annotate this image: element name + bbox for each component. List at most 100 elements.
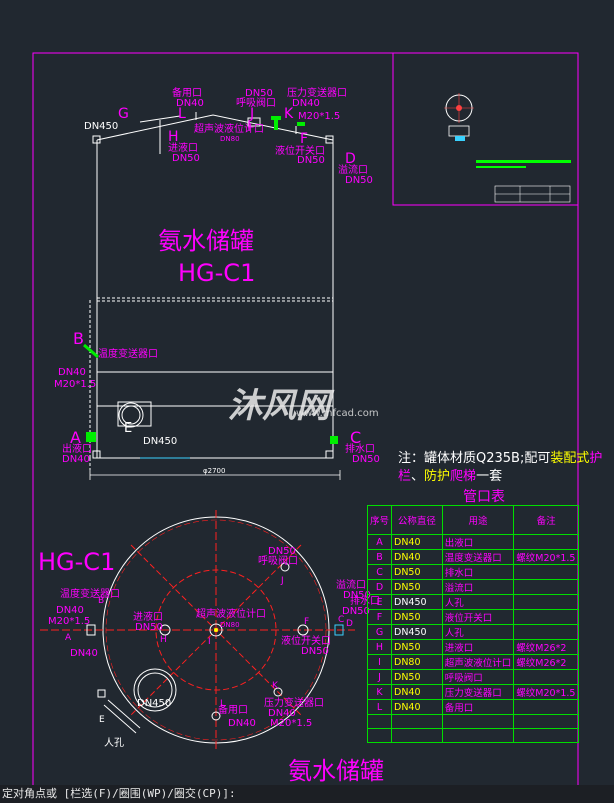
elev-mark-g: G <box>118 106 129 122</box>
plan-center-mark <box>214 628 218 632</box>
row-remark <box>513 564 579 580</box>
top-nozzles <box>139 112 297 154</box>
elev-pressure-label: 压力变送器口 <box>287 86 347 99</box>
elev-switch-label: 液位开关口 <box>275 144 325 157</box>
plan-ultrasonic-dn: DN80 <box>220 621 240 629</box>
row-remark <box>513 609 579 625</box>
row-usage: 排水口 <box>441 564 515 580</box>
plan-inlet-dn: DN50 <box>135 622 163 633</box>
plan-ultrasonic-label: 超声波液位计口 <box>196 607 266 620</box>
row-usage: 液位开关口 <box>441 609 515 625</box>
tank-plan <box>40 510 355 750</box>
plan-pressure-dn: DN40 <box>268 708 296 719</box>
elev-inlet-dn: DN50 <box>172 153 200 164</box>
plan-mark-l: L <box>220 699 225 709</box>
elev-manhole-top: DN450 <box>84 121 118 132</box>
pipe-table-row <box>366 728 579 743</box>
elev-mark-d: D <box>345 151 356 167</box>
plan-temp-dn: DN40 <box>56 605 84 616</box>
elev-temp-label: 温度变送器口 <box>98 347 158 360</box>
row-remark: 螺纹M26*2 <box>513 639 579 655</box>
row-usage: 溢流口 <box>441 579 515 595</box>
row-mark: K <box>366 684 393 700</box>
row-mark: C <box>366 564 393 580</box>
watermark-brand: 沐风网 <box>228 386 330 426</box>
elev-mark-j: J <box>249 106 254 122</box>
elev-outlet-label: 出液口 <box>62 442 92 455</box>
plan-temp-label: 温度变送器口 <box>60 587 120 600</box>
note-ladder: 爬梯 <box>450 469 477 484</box>
row-remark: 螺纹M26*2 <box>513 654 579 670</box>
row-usage: 备用口 <box>441 699 515 715</box>
plan-overflow-label: 溢流口 <box>336 578 366 591</box>
plan-switch-label: 液位开关口 <box>281 634 331 647</box>
row-remark <box>513 699 579 715</box>
elev-code: HG-C1 <box>178 259 255 287</box>
elev-breath-label: 呼吸阀口 <box>236 96 276 109</box>
row-remark <box>513 714 579 729</box>
side-manhole <box>118 402 144 428</box>
title-block-thumbnail <box>444 93 571 203</box>
row-diameter: DN80 <box>391 654 443 670</box>
row-remark <box>513 534 579 550</box>
row-mark: L <box>366 699 393 715</box>
row-mark: A <box>366 534 393 550</box>
note-separator: 、 <box>411 469 425 484</box>
plan-mark-i: I <box>208 637 211 647</box>
note-highlight-2: 配式 <box>563 451 590 466</box>
elev-temp-thread: M20*1.5 <box>54 379 96 390</box>
header-diameter: 公称直径 <box>391 505 443 535</box>
row-diameter: DN50 <box>391 669 443 685</box>
pipe-table-title: 管口表 <box>463 489 505 505</box>
row-diameter: DN50 <box>391 564 443 580</box>
row-usage: 出液口 <box>441 534 515 550</box>
row-remark <box>513 624 579 640</box>
row-diameter <box>391 714 443 729</box>
plan-switch-dn: DN50 <box>301 646 329 657</box>
command-line[interactable]: 定对角点或 [栏选(F)/圈围(WP)/圈交(CP)]: <box>0 785 614 803</box>
elev-mark-e: E <box>124 421 132 436</box>
green-fittings <box>86 116 338 444</box>
row-mark: E <box>366 594 393 610</box>
elev-manhole-side: DN450 <box>143 436 177 447</box>
plan-inlet-label: 进液口 <box>133 610 163 623</box>
plan-pressure-label: 压力变送器口 <box>264 696 324 709</box>
elev-temp-dn: DN40 <box>58 367 86 378</box>
title-block-frame <box>392 52 579 206</box>
plan-spare-label: 备用口 <box>218 703 248 716</box>
header-index: 序号 <box>366 505 393 535</box>
elev-mark-k: K <box>284 106 294 122</box>
elev-spare-dn: DN40 <box>176 98 204 109</box>
elev-spare-label: 备用口 <box>172 86 202 99</box>
row-diameter: DN50 <box>391 639 443 655</box>
row-remark <box>513 728 579 743</box>
elev-mark-i: I <box>247 119 251 135</box>
plan-outlet-dn: DN40 <box>70 648 98 659</box>
plan-overflow-dn: DN50 <box>343 590 371 601</box>
plan-mark-e: E <box>99 715 105 725</box>
row-remark: 螺纹M20*1.5 <box>513 684 579 700</box>
row-diameter: DN450 <box>391 594 443 610</box>
row-mark: G <box>366 624 393 640</box>
plan-title: 氨水储罐 <box>288 757 384 785</box>
note-prefix: 注：罐体材质Q235B;配可 <box>398 451 551 466</box>
row-mark: H <box>366 639 393 655</box>
header-remark: 备注 <box>513 505 579 535</box>
elev-pressure-dn: DN40 <box>292 98 320 109</box>
row-diameter: DN40 <box>391 534 443 550</box>
note-highlight-1: 装 <box>550 451 564 466</box>
plan-temp-thread: M20*1.5 <box>48 616 90 627</box>
plan-mark-b: B <box>98 596 104 606</box>
row-diameter: DN50 <box>391 579 443 595</box>
material-note: 注：罐体材质Q235B;配可装配式护栏、防护爬梯一套 <box>398 450 608 486</box>
elev-inlet-label: 进液口 <box>168 141 198 154</box>
row-mark <box>366 714 393 729</box>
